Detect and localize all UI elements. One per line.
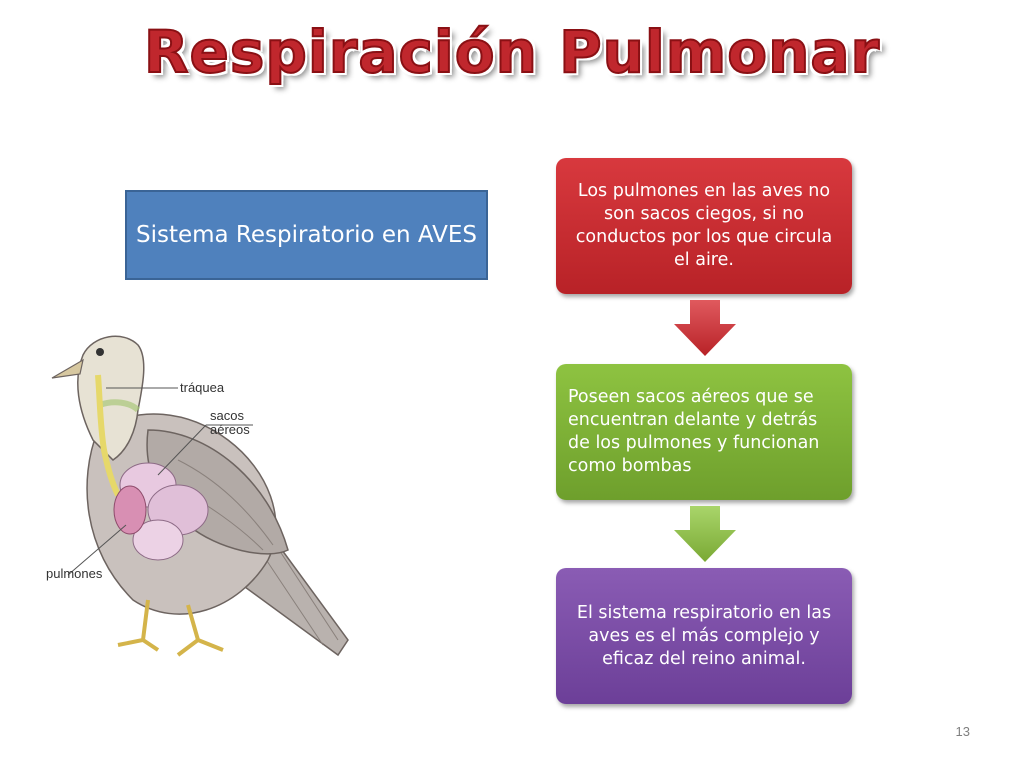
topic-label-box: Sistema Respiratorio en AVES xyxy=(125,190,488,280)
down-arrow-icon xyxy=(674,506,736,562)
bird-respiratory-diagram: tráquea sacos aéreos pulmones xyxy=(46,335,349,657)
flow-step-2: Poseen sacos aéreos que se encuentran de… xyxy=(556,364,852,500)
slide-title: Respiración Pulmonar xyxy=(143,17,881,87)
flow-step-1: Los pulmones en las aves no son sacos ci… xyxy=(556,158,852,294)
flow-step-3: El sistema respiratorio en las aves es e… xyxy=(556,568,852,704)
page-number: 13 xyxy=(955,724,970,739)
label-air-sacs-2: aéreos xyxy=(210,422,250,437)
down-arrow-icon xyxy=(674,300,736,356)
label-air-sacs-1: sacos xyxy=(210,408,244,423)
label-trachea: tráquea xyxy=(180,380,225,395)
label-lungs: pulmones xyxy=(46,566,103,581)
